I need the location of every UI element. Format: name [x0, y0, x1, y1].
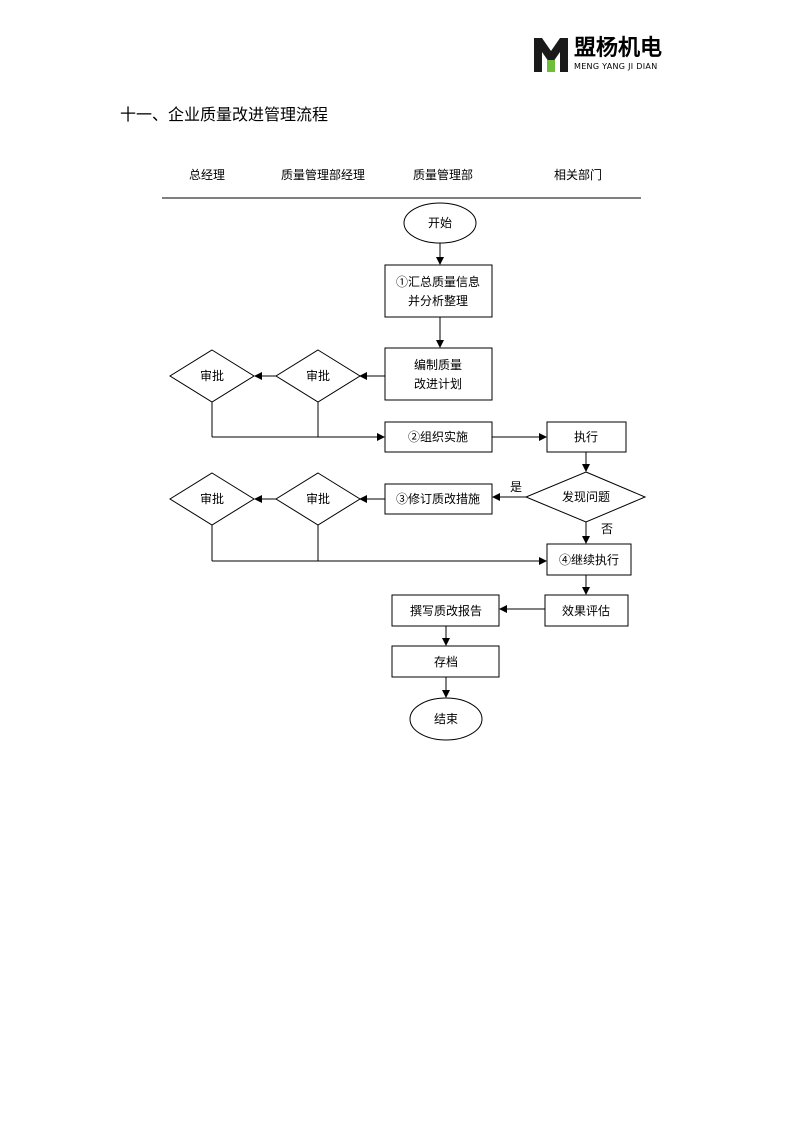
- branch-no-label: 否: [601, 522, 613, 536]
- continue-label: ④继续执行: [559, 553, 619, 567]
- plan-label-1: 编制质量: [414, 357, 462, 372]
- lane-quality-dept: 质量管理部: [413, 167, 473, 182]
- revise-label: ③修订质改措施: [396, 491, 480, 506]
- page-heading: 十一、企业质量改进管理流程: [120, 105, 329, 124]
- branch-yes-label: 是: [510, 480, 522, 494]
- archive-box: [391, 645, 500, 678]
- logo-name: 盟杨机电: [574, 36, 663, 61]
- report-box: [391, 594, 500, 627]
- implement-label: ②组织实施: [408, 429, 468, 444]
- logo-subtitle: MENG YANG JI DIAN: [574, 62, 658, 71]
- plan-box: [384, 347, 493, 401]
- execute-box: [546, 421, 627, 453]
- archive-label: 存档: [434, 655, 458, 669]
- company-logo: 盟杨机电 MENG YANG JI DIAN: [534, 36, 674, 76]
- collect-info-box: [384, 264, 493, 318]
- collect-info-label-2: 并分析整理: [408, 293, 468, 308]
- revise-box: [384, 483, 493, 515]
- plan-label-2: 改进计划: [414, 377, 462, 391]
- approve-manager-label-1: 审批: [306, 368, 330, 383]
- implement-box: [384, 421, 493, 453]
- report-label: 撰写质改报告: [410, 603, 482, 618]
- evaluate-label: 效果评估: [562, 603, 610, 618]
- logo-mark-icon: [534, 38, 568, 72]
- collect-info-label-1: ①汇总质量信息: [396, 274, 480, 289]
- lane-related-dept: 相关部门: [554, 167, 602, 182]
- continue-box: [546, 543, 632, 576]
- execute-label: 执行: [574, 430, 598, 444]
- lane-general-manager: 总经理: [189, 168, 225, 182]
- end-node: [409, 697, 483, 741]
- approve-manager-label-2: 审批: [306, 491, 330, 506]
- find-issue-label: 发现问题: [562, 489, 610, 504]
- start-label: 开始: [428, 216, 452, 230]
- approve-gm-label-1: 审批: [200, 368, 224, 383]
- end-label: 结束: [434, 712, 458, 726]
- approve-gm-label-2: 审批: [200, 491, 224, 506]
- evaluate-box: [544, 594, 629, 627]
- lane-quality-dept-manager: 质量管理部经理: [281, 167, 365, 182]
